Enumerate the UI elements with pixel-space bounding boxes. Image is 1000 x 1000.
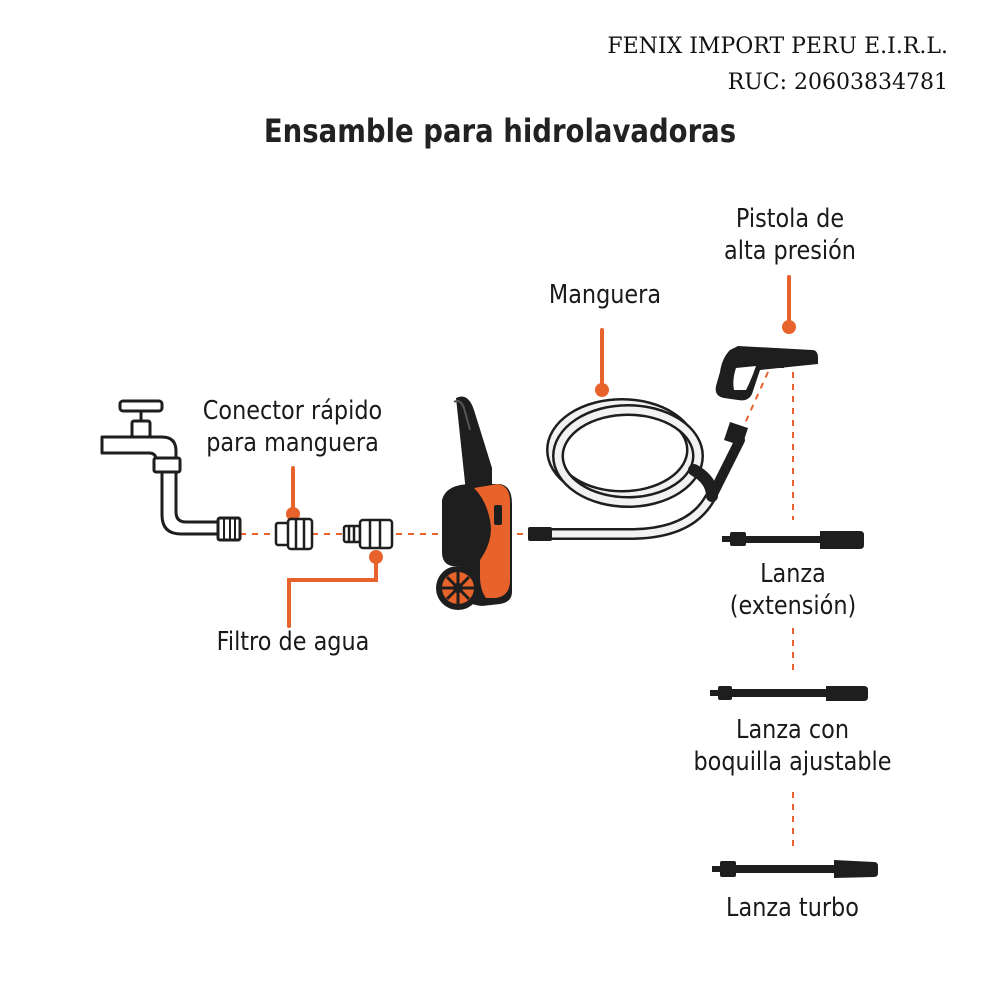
callout-dots xyxy=(286,320,796,564)
lance-adjustable-nozzle-icon xyxy=(710,686,868,701)
page-title: Ensamble para hidrolavadoras xyxy=(263,112,737,150)
label-lanza-extension-line1: Lanza xyxy=(760,559,826,589)
label-conector-line2: para manguera xyxy=(206,428,379,458)
label-lanza-extension-line2: (extensión) xyxy=(729,591,857,621)
label-conector: Conector rápido para manguera xyxy=(196,395,390,459)
orange-callout-lines xyxy=(287,275,791,628)
label-lanza-boquilla-line1: Lanza con xyxy=(735,715,850,745)
label-conector-line1: Conector rápido xyxy=(202,396,383,426)
water-filter-icon xyxy=(342,518,394,550)
label-filtro: Filtro de agua xyxy=(216,627,370,657)
label-lanza-extension: Lanza (extensión) xyxy=(720,558,866,622)
quick-connector-icon xyxy=(274,517,314,551)
pressure-washer-icon xyxy=(436,396,512,610)
lance-turbo-icon xyxy=(712,860,878,878)
hose-coil-icon xyxy=(528,398,745,541)
label-manguera: Manguera xyxy=(548,280,662,310)
company-ruc: RUC: 20603834781 xyxy=(727,70,948,95)
lance-extension-icon xyxy=(722,531,864,549)
spray-gun-icon xyxy=(715,346,818,446)
label-lanza-boquilla-line2: boquilla ajustable xyxy=(693,747,892,777)
label-pistola-line1: Pistola de xyxy=(735,204,845,234)
label-lanza-turbo: Lanza turbo xyxy=(726,893,859,923)
label-pistola-line2: alta presión xyxy=(724,236,856,266)
faucet-icon xyxy=(100,399,242,542)
label-lanza-boquilla: Lanza con boquilla ajustable xyxy=(687,714,898,778)
company-name: FENIX IMPORT PERU E.I.R.L. xyxy=(607,34,948,59)
label-pistola: Pistola de alta presión xyxy=(713,203,868,267)
